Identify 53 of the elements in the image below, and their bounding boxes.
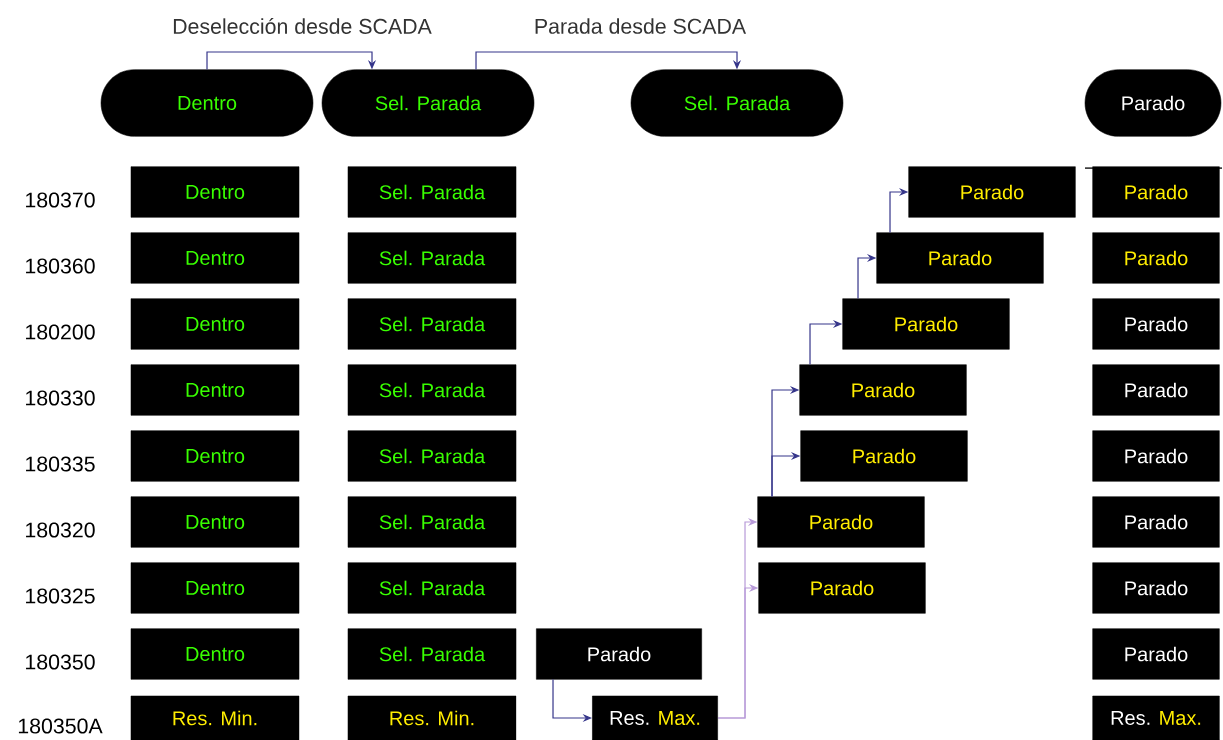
row-label: 180325 (26, 588, 95, 604)
state-pill: Dentro (100, 69, 314, 137)
state-box: Parado (1092, 496, 1220, 548)
arrow (206, 51, 377, 70)
row-label: 180350A (18, 718, 103, 734)
state-box: Parado (908, 166, 1076, 218)
state-box: Dentro (130, 232, 300, 284)
state-box: Sel. Parada (347, 364, 517, 416)
state-box: Parado (1092, 562, 1220, 614)
state-box: Parado (800, 430, 968, 482)
state-box: Parado (757, 496, 925, 548)
state-box: Dentro (130, 166, 300, 218)
row-label: 180320 (26, 522, 95, 538)
state-box: Parado (758, 562, 926, 614)
state-box: Parado (1092, 364, 1220, 416)
row-label: 180200 (26, 324, 95, 340)
state-box: Dentro (130, 298, 300, 350)
state-box: Parado (876, 232, 1044, 284)
state-box: Dentro (130, 496, 300, 548)
state-box: Sel. Parada (347, 496, 517, 548)
row-label: 180360 (26, 258, 95, 274)
state-pill: Sel. Parada (321, 69, 535, 137)
row-label: 180370 (26, 192, 95, 208)
state-box: Res. Max. (592, 695, 718, 740)
state-box: Sel. Parada (347, 232, 517, 284)
state-box: Parado (1092, 166, 1220, 218)
state-box: Parado (842, 298, 1010, 350)
state-box: Parado (1092, 232, 1220, 284)
state-box: Dentro (130, 562, 300, 614)
state-box: Sel. Parada (347, 298, 517, 350)
state-box: Dentro (130, 628, 300, 680)
row-label: 180335 (26, 456, 95, 472)
state-box: Res. Min. (347, 695, 517, 740)
row-label: 180350 (26, 654, 95, 670)
state-box: Sel. Parada (347, 562, 517, 614)
state-box: Dentro (130, 430, 300, 482)
state-box: Sel. Parada (347, 430, 517, 482)
state-box: Parado (1092, 628, 1220, 680)
state-box: Res. Min. (130, 695, 300, 740)
row-label: 180330 (26, 390, 95, 406)
state-box: Parado (536, 628, 702, 680)
edge-label: Deselección desde SCADA (170, 16, 434, 36)
state-box: Dentro (130, 364, 300, 416)
state-pill: Sel. Parada (630, 69, 844, 137)
state-box: Sel. Parada (347, 166, 517, 218)
state-pill: Parado (1084, 69, 1222, 137)
arrow (475, 51, 742, 70)
edge-label: Parada desde SCADA (532, 16, 748, 36)
state-box: Sel. Parada (347, 628, 517, 680)
state-box: Parado (1092, 298, 1220, 350)
state-box: Parado (799, 364, 967, 416)
state-box: Parado (1092, 430, 1220, 482)
state-box: Res. Max. (1092, 695, 1220, 740)
